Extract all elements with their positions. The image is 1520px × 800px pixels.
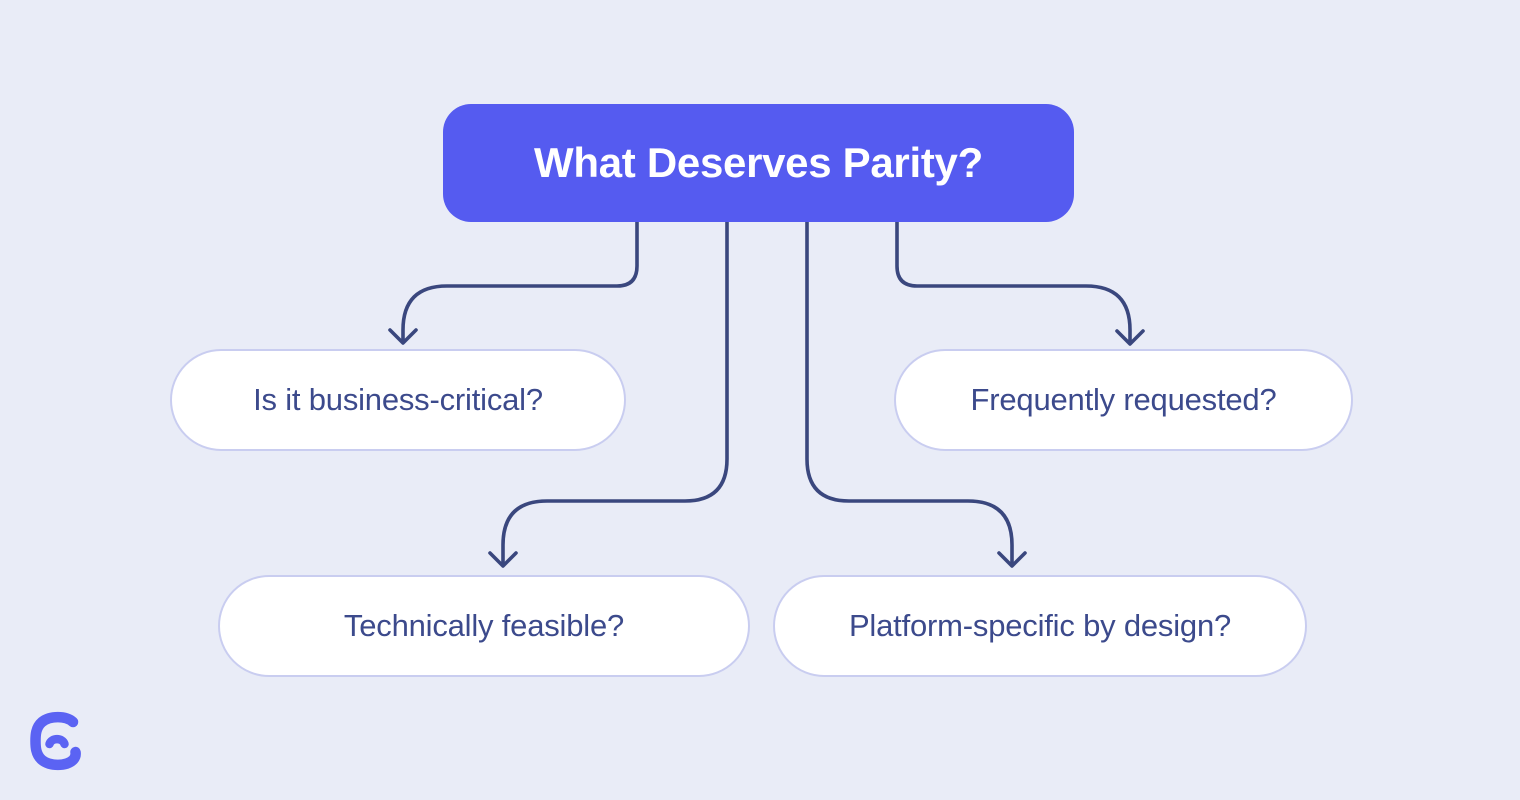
node-technically-feasible: Technically feasible? bbox=[218, 575, 750, 677]
node-business-critical: Is it business-critical? bbox=[170, 349, 626, 451]
node-business-critical-label: Is it business-critical? bbox=[253, 382, 543, 417]
node-platform-specific: Platform-specific by design? bbox=[773, 575, 1307, 677]
root-node-what-deserves-parity: What Deserves Parity? bbox=[443, 104, 1074, 222]
node-frequently-requested-label: Frequently requested? bbox=[970, 382, 1277, 417]
node-technically-feasible-label: Technically feasible? bbox=[343, 608, 625, 643]
connector-arrow-to-business-critical bbox=[388, 219, 639, 345]
node-platform-specific-label: Platform-specific by design? bbox=[848, 608, 1232, 643]
node-frequently-requested: Frequently requested? bbox=[894, 349, 1353, 451]
c-mark-logo-icon bbox=[30, 711, 81, 771]
connector-arrow-to-frequently-requested bbox=[895, 219, 1145, 346]
root-node-title: What Deserves Parity? bbox=[534, 139, 983, 186]
